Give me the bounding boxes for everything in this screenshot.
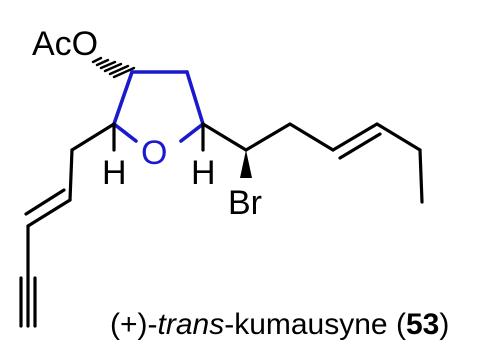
hydrogen-right-label: H: [191, 154, 216, 192]
ring-bond-c2-c3: [112, 70, 134, 126]
ring-bond-c5-o: [179, 122, 205, 143]
bond-alkene-left: [26, 198, 72, 228]
bond-cbr-ch2: [244, 122, 292, 152]
compound-caption: (+)-trans-kumausyne (53): [110, 308, 449, 341]
hashed-wedge-acetoxy: [91, 56, 136, 79]
hydrogen-left-label: H: [102, 154, 127, 192]
bond-ch2-alkene: [288, 122, 335, 152]
solid-wedge-bromine: [240, 150, 252, 178]
bond-alkene-right-double: [338, 132, 382, 160]
acetoxy-label: AcO: [32, 25, 98, 63]
ring-oxygen-label: O: [141, 134, 167, 172]
bond-c5-cbr: [201, 122, 248, 152]
thf-ring: [112, 70, 205, 143]
ring-bond-c4-c5: [185, 70, 205, 126]
bromine-label: Br: [228, 184, 262, 222]
ring-bond-o-c2: [112, 122, 138, 143]
bond-alkene-right: [331, 122, 379, 152]
bond-alkene-ethyl: [375, 122, 422, 152]
bond-ch2-ch: [68, 148, 74, 202]
bond-c2-ch2: [70, 122, 116, 152]
bond-alkene-left-double: [24, 188, 66, 216]
bond-ethyl-methyl: [418, 148, 424, 204]
